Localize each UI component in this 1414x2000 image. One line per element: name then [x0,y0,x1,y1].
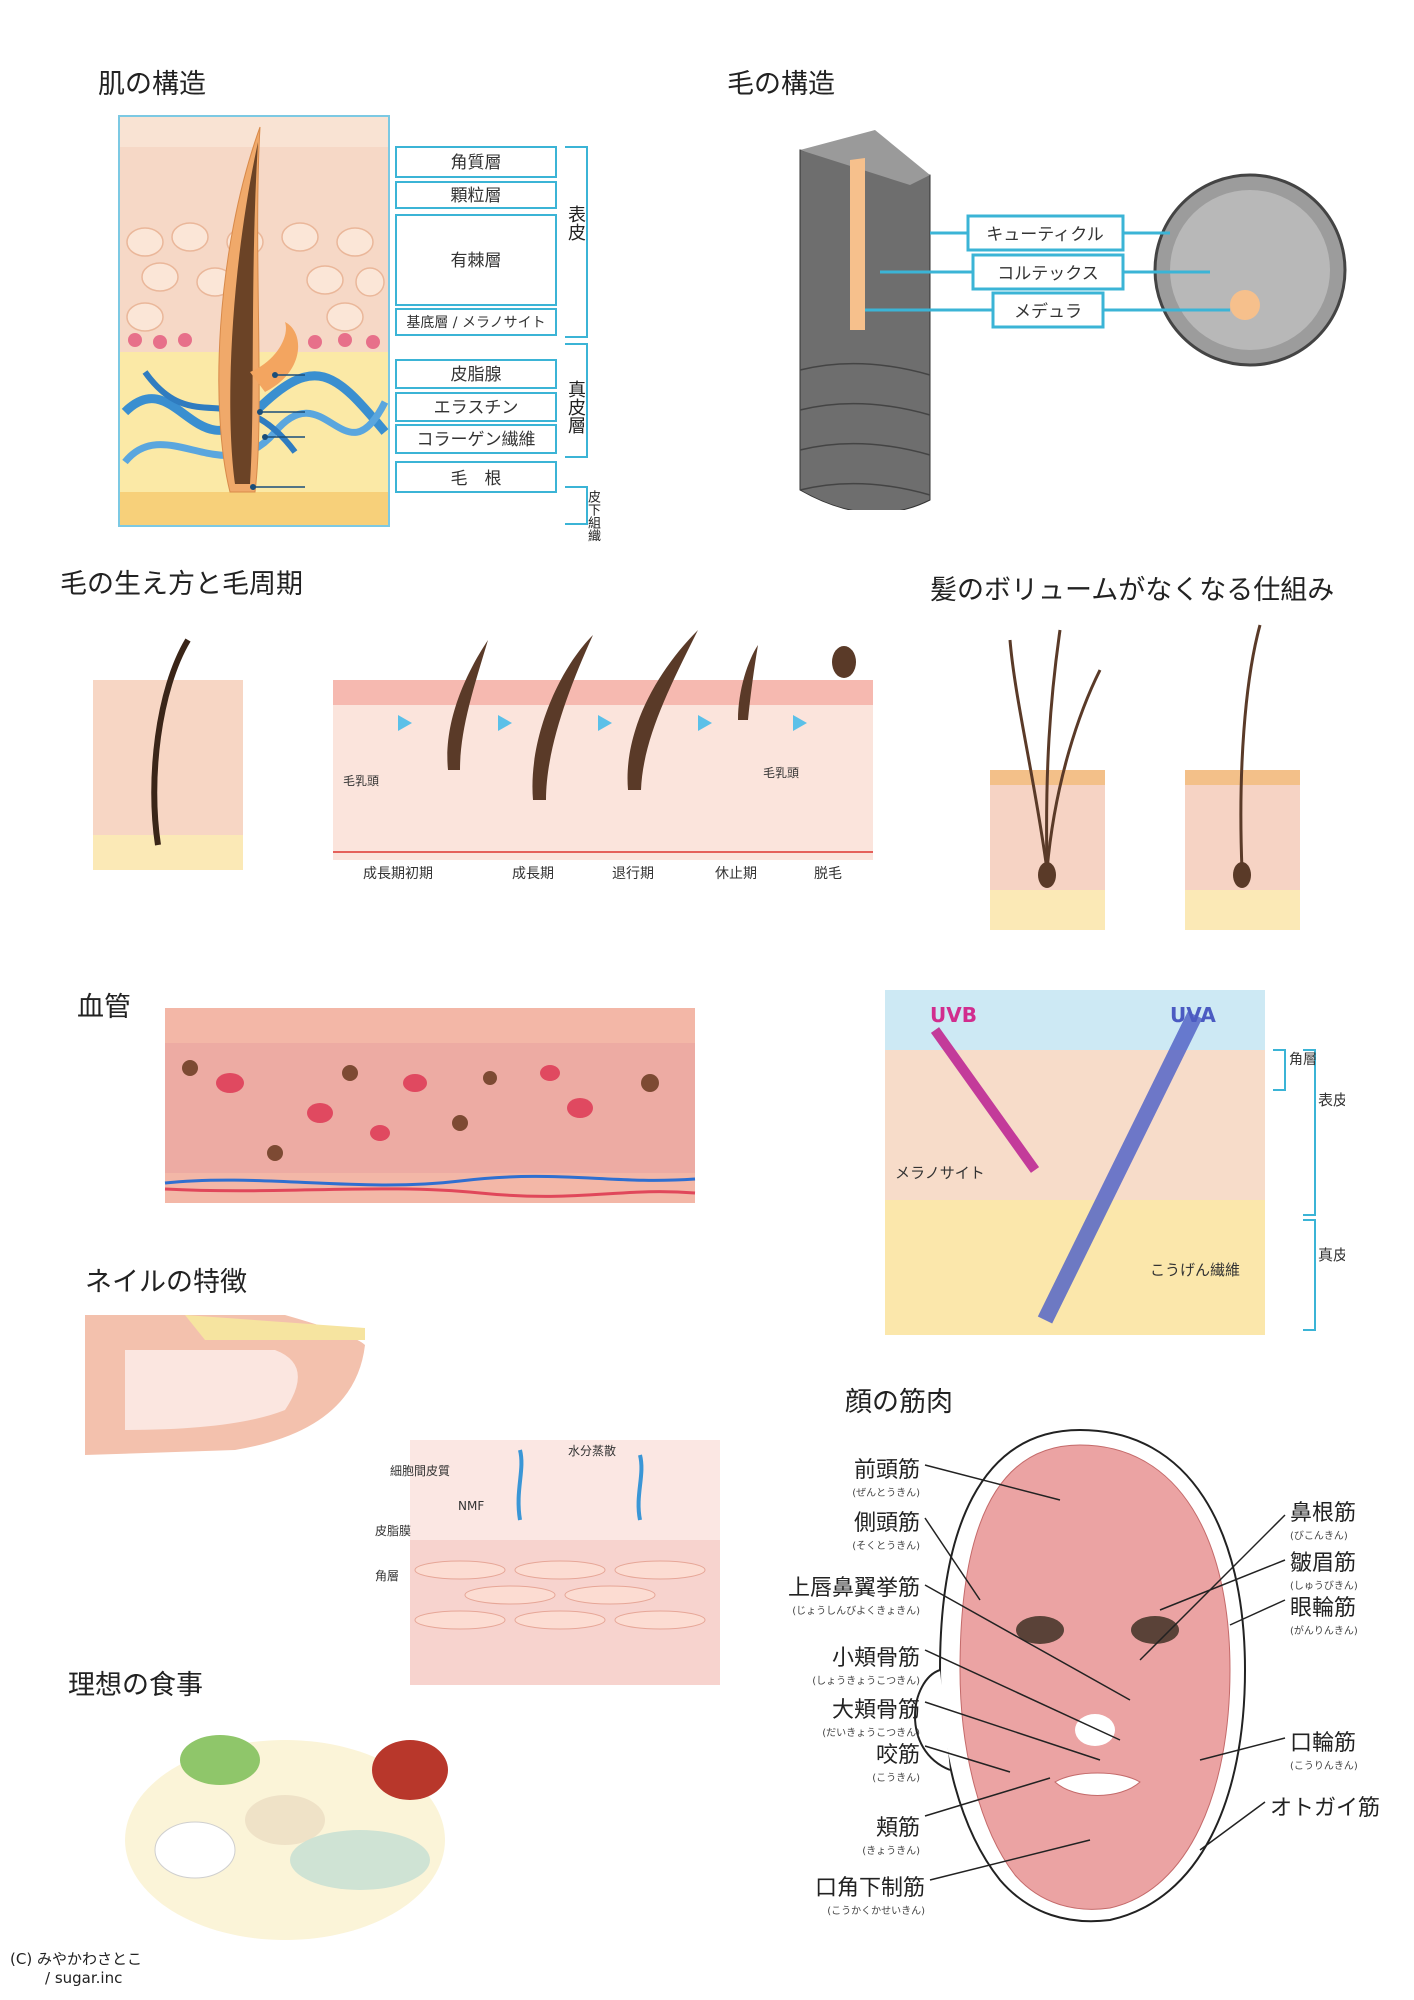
uv-melanocyte-label: メラノサイト [895,1164,985,1182]
cuticle-label: キューティクル [986,225,1103,245]
face-diagram [914,1428,1247,1923]
credit-line2: / sugar.inc [45,1969,123,1987]
meal-title: 理想の食事 [68,1670,203,1701]
stage-regression: 退行期 [612,866,654,882]
uv-dermis-label: 真皮 [1318,1246,1345,1264]
stage-growth: 成長期 [512,866,554,882]
nail-diagram [85,1315,365,1455]
face-label-masseter: 咬筋(こうきん) [872,1743,920,1784]
dermis-label-collagen: コラーゲン繊維 [417,430,536,450]
face-label-depressor: 口角下制筋(こうかくかせいきん) [814,1876,925,1917]
face-label-corrugator: 皺眉筋(しゅうびきん) [1290,1551,1358,1592]
uvb-label: UVB [930,1003,977,1027]
epidermis-label: 表皮 [565,205,586,241]
dermis-label: 真皮層 [565,380,586,434]
cortex-label: コルテックス [997,264,1099,284]
vessel-title: 血管 [77,992,131,1023]
intercellular-label: 細胞間皮質 [390,1463,450,1478]
volume-title: 髪のボリュームがなくなる仕組み [930,575,1335,606]
hair-structure-title: 毛の構造 [727,69,835,100]
skin-structure-title: 肌の構造 [98,69,206,100]
nmf-label: NMF [458,1499,484,1513]
layer-label-granular: 顆粒層 [451,186,502,206]
hair-cycle-title: 毛の生え方と毛周期 [60,569,303,600]
volume-diagram [990,624,1300,930]
moisture-diagram: 細胞間皮質 水分蒸散 NMF 皮脂膜 角層 [375,1440,720,1685]
sebum-label: 皮脂膜 [375,1523,411,1538]
moisture-horny-label: 角層 [375,1569,399,1583]
stage-rest: 休止期 [715,866,757,882]
layer-label-horny: 角質層 [451,153,502,173]
credit-line1: (C) みやかわさとこ [10,1950,142,1968]
skin-structure-diagram: 角質層 顆粒層 有棘層 基底層 / メラノサイト 皮脂腺 エラスチン コラーゲン… [118,115,588,527]
stage-shedding: 脱毛 [814,866,842,882]
face-label-zygomaticus-minor: 小頬骨筋(しょうきょうこつきん) [812,1646,920,1687]
vessel-diagram [164,1008,696,1203]
subcutis-label: 皮下組織 [585,490,600,542]
credit: (C) みやかわさとこ / sugar.inc [10,1950,142,1988]
layer-label-basal: 基底層 / メラノサイト [406,314,545,331]
face-label-temporalis: 側頭筋(そくとうきん) [852,1511,920,1552]
stage-early-growth: 成長期初期 [363,865,433,882]
face-leader-lines [924,1464,1286,1881]
uva-label: UVA [1170,1003,1216,1027]
papilla-label-left: 毛乳頭 [343,774,379,788]
face-label-mentalis: オトガイ筋 [1270,1796,1381,1821]
uv-epidermis-label: 表皮 [1318,1091,1345,1109]
dermis-label-sebaceous: 皮脂腺 [451,365,502,385]
evaporation-label: 水分蒸散 [568,1443,616,1458]
face-label-orbicularis-oris: 口輪筋(こうりんきん) [1290,1731,1358,1772]
hair-structure-diagram: キューティクル コルテックス メデュラ [799,130,1347,510]
face-label-procerus: 鼻根筋(びこんきん) [1290,1501,1357,1542]
papilla-label-right: 毛乳頭 [763,766,799,780]
uv-horny-label: 角層 [1289,1052,1317,1068]
uv-collagen-label: こうげん繊維 [1150,1261,1240,1279]
face-label-levator: 上唇鼻翼挙筋(じょうしんびよくきょきん) [787,1576,920,1617]
face-title: 顔の筋肉 [845,1387,953,1418]
hair-root-label: 毛 根 [451,469,502,489]
medulla-label: メデュラ [1014,301,1082,322]
hair-cycle-diagram: 毛乳頭 毛乳頭 成長期初期 成長期 退行期 休止期 脱毛 [93,630,873,882]
face-label-frontalis: 前頭筋(ぜんとうきん) [852,1458,920,1499]
meal-diagram [125,1735,448,1940]
dermis-label-elastin: エラスチン [434,398,519,418]
face-label-orbicularis-oculi: 眼輪筋(がんりんきん) [1290,1596,1358,1637]
face-label-zygomaticus-major: 大頬骨筋(だいきょうこつきん) [822,1698,920,1739]
nail-title: ネイルの特徴 [85,1267,247,1298]
layer-label-spinous: 有棘層 [451,251,502,271]
uv-diagram: UVB UVA メラノサイト こうげん繊維 角層 表皮 真皮 [885,990,1345,1335]
face-label-buccinator: 頬筋(きょうきん) [862,1816,920,1857]
